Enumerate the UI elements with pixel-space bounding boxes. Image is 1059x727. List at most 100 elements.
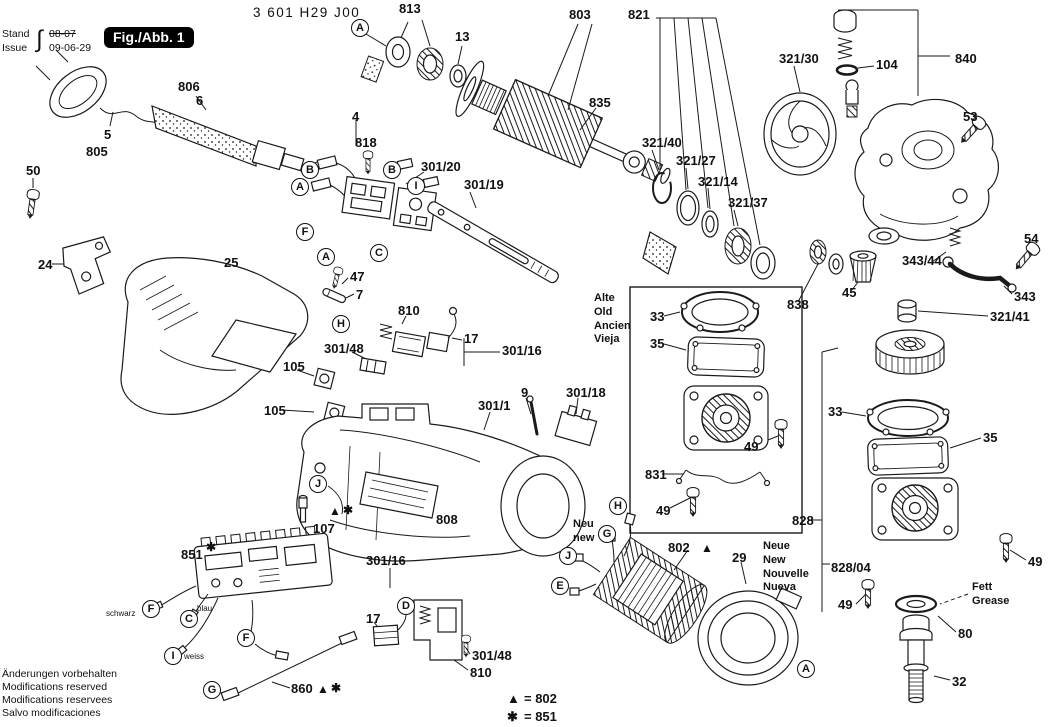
note-fr: Modifications reservees — [2, 694, 113, 707]
part-label-818: 818 — [355, 135, 377, 150]
symbol-legend: ▲= 802 ✱= 851 — [507, 690, 557, 725]
connector-301-18 — [554, 404, 598, 447]
index-marker-F: F — [296, 223, 314, 241]
bearing-flange-old — [683, 385, 769, 451]
part-label-45: 45 — [842, 285, 857, 300]
switch-301-20 — [341, 175, 396, 220]
part-label-25: 25 — [224, 255, 239, 270]
part-label-6: 6 — [196, 93, 204, 108]
issue-label: Issue — [2, 41, 28, 54]
part-label-53: 53 — [963, 109, 978, 124]
part-label-301-19: 301/19 — [464, 177, 504, 192]
spindle-lock-343 — [942, 227, 1017, 293]
triangle-text: = 802 — [524, 691, 557, 706]
electronics-module-851 — [193, 525, 333, 599]
part-label-828: 828 — [792, 513, 814, 528]
stand-value: 08-07 — [49, 28, 76, 40]
index-marker-I: I — [164, 647, 182, 665]
plate-808 — [359, 471, 439, 519]
grease-washer-80 — [894, 594, 938, 614]
index-marker-A: A — [797, 660, 815, 678]
part-label-835: 835 — [589, 95, 611, 110]
slide-rod-301-19 — [427, 201, 559, 284]
index-marker-C: C — [180, 610, 198, 628]
note-de: Änderungen vorbehalten — [2, 668, 118, 680]
revision-block: Stand 08-07 Issue 09-06-29 — [2, 28, 91, 55]
issue-value: 09-06-29 — [49, 41, 92, 54]
part-label-49: 49 — [1028, 554, 1043, 569]
bearing-ring-29 — [697, 587, 803, 686]
part-label-321-37: 321/37 — [728, 195, 768, 210]
part-label-301-16: 301/16 — [366, 553, 406, 568]
part-label-33: 33 — [828, 404, 843, 419]
ring-33-new — [866, 399, 950, 437]
note-es: Salvo modificaciones — [2, 707, 101, 720]
index-marker-B: B — [301, 161, 319, 179]
part-number: 3 601 H29 J00 — [253, 5, 361, 20]
part-label-301-16: 301/16 — [502, 343, 542, 358]
symbol-marker: ▲ — [329, 504, 341, 518]
part-label-813: 813 — [399, 1, 421, 16]
part-label-47: 47 — [350, 269, 365, 284]
part-label-838: 838 — [787, 297, 809, 312]
index-marker-A: A — [291, 178, 309, 196]
gasket-35-old — [687, 336, 765, 378]
part-label-810: 810 — [470, 665, 492, 680]
part-label-803: 803 — [569, 7, 591, 22]
index-marker-A: A — [317, 248, 335, 266]
footer-notes: Änderungen vorbehalten Modifications res… — [2, 668, 117, 721]
part-label-49: 49 — [656, 503, 671, 518]
symbol-marker: ▲ — [701, 541, 713, 555]
index-marker-F: F — [237, 629, 255, 647]
part-label-49: 49 — [838, 597, 853, 612]
part-label-50: 50 — [26, 163, 41, 178]
jumper-wire-860 — [220, 630, 358, 702]
part-label-806: 806 — [178, 79, 200, 94]
part-label-831: 831 — [645, 467, 667, 482]
part-label-802: 802 — [668, 540, 690, 555]
gasket-35-new — [867, 436, 949, 476]
index-marker-J: J — [309, 475, 327, 493]
figure-badge: Fig./Abb. 1 — [104, 27, 194, 48]
fan-disc-321-30 — [763, 92, 837, 176]
gear-housing-840 — [854, 98, 999, 245]
pin-107 — [298, 494, 308, 523]
wire-label-blau: blau — [197, 604, 213, 613]
part-label-104: 104 — [876, 57, 898, 72]
part-label-80: 80 — [958, 626, 973, 641]
star-symbol: ✱ — [507, 708, 518, 724]
part-label-343-44: 343/44 — [902, 253, 942, 268]
symbol-marker: ✱ — [343, 503, 354, 517]
part-label-860: 860 — [291, 681, 313, 696]
wire-j — [327, 485, 343, 515]
part-label-49: 49 — [744, 439, 759, 454]
index-marker-B: B — [383, 161, 401, 179]
sleeve-321-41 — [897, 299, 917, 323]
part-label-33: 33 — [650, 309, 665, 324]
part-label-828-04: 828/04 — [831, 560, 871, 575]
part-label-321-41: 321/41 — [990, 309, 1030, 324]
valve-stack-104 — [833, 9, 859, 118]
part-label-851: 851 — [181, 547, 203, 562]
star-text: = 851 — [524, 708, 557, 724]
part-label-32: 32 — [952, 674, 967, 689]
stand-label: Stand — [2, 28, 30, 40]
index-marker-H: H — [332, 315, 350, 333]
cord-clamp-24 — [62, 236, 112, 295]
index-marker-C: C — [370, 244, 388, 262]
symbol-marker: ▲ — [317, 682, 329, 696]
part-label-29: 29 — [732, 550, 747, 565]
bearing-838 — [809, 239, 844, 275]
symbol-marker: ✱ — [206, 540, 217, 554]
part-label-24: 24 — [38, 257, 53, 272]
part-label-5: 5 — [104, 127, 112, 142]
pin-9 — [526, 395, 539, 436]
revision-brace: ∫ — [36, 26, 43, 53]
part-label-105: 105 — [264, 403, 286, 418]
armature-803 — [455, 60, 671, 184]
spring-clip-831 — [675, 469, 771, 487]
